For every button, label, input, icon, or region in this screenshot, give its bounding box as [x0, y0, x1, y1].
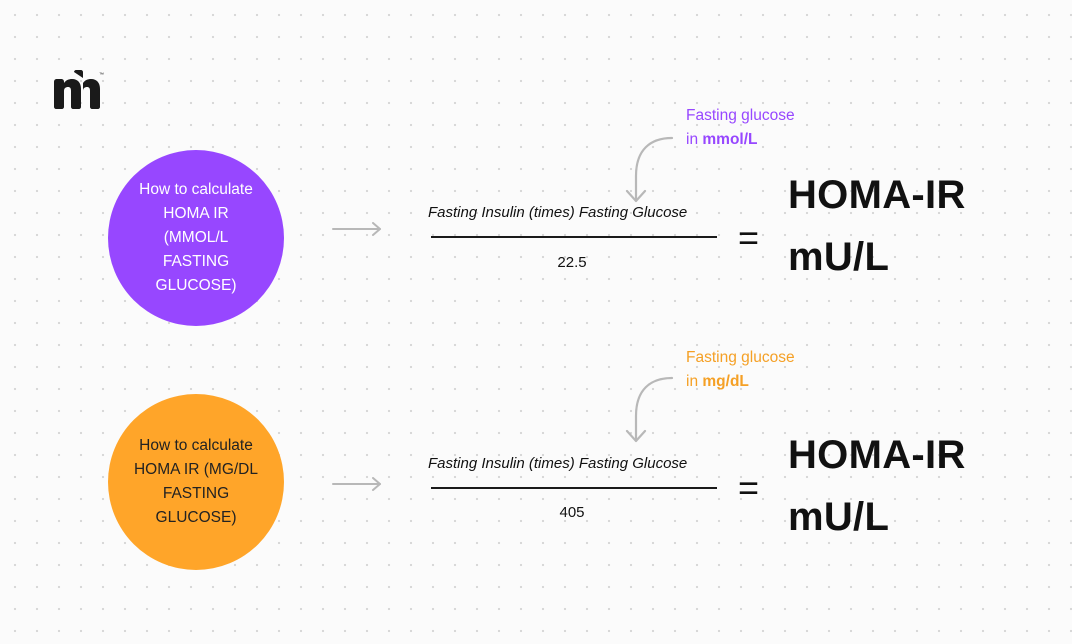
curved-arrow-down-icon	[625, 136, 674, 203]
mmol-note-unit-line: in mmol/L	[686, 128, 795, 152]
homa-mgdl-circle: How to calculate HOMA IR (MG/DL FASTING …	[108, 394, 284, 570]
homa-mmol-circle-label: How to calculate HOMA IR (MMOL/L FASTING…	[139, 181, 253, 294]
mmol-numerator: Fasting Insulin (times) Fasting Glucose	[428, 204, 688, 221]
mmol-equals-sign: =	[738, 217, 760, 258]
mgdl-glucose-note: Fasting glucose in mg/dL	[686, 346, 795, 394]
arrow-right-icon	[332, 477, 381, 491]
mmol-note-title: Fasting glucose	[686, 107, 795, 124]
mgdl-result-unit: mU/L	[788, 495, 890, 539]
homa-mmol-circle: How to calculate HOMA IR (MMOL/L FASTING…	[108, 150, 284, 326]
mgdl-result: HOMA-IR mU/L	[788, 424, 1038, 548]
mgdl-note-unit: mg/dL	[702, 373, 749, 390]
mgdl-result-title: HOMA-IR	[788, 433, 966, 477]
mmol-result-unit: mU/L	[788, 235, 890, 279]
mgdl-note-title: Fasting glucose	[686, 349, 795, 366]
trademark-mark: ™	[99, 72, 104, 78]
mmol-fraction-line	[431, 236, 717, 238]
mmol-note-unit: mmol/L	[702, 131, 758, 148]
mmol-result: HOMA-IR mU/L	[788, 164, 1038, 288]
homa-mgdl-circle-label: How to calculate HOMA IR (MG/DL FASTING …	[133, 437, 258, 526]
mgdl-fraction-line	[431, 487, 717, 489]
nh-logo: ™	[54, 70, 104, 109]
mgdl-numerator: Fasting Insulin (times) Fasting Glucose	[428, 455, 688, 472]
mgdl-note-prefix: in	[686, 373, 699, 390]
mgdl-denominator: 405	[559, 504, 585, 521]
arrow-right-icon	[332, 222, 381, 236]
curved-arrow-down-icon	[625, 376, 674, 443]
mmol-note-prefix: in	[686, 131, 699, 148]
mmol-glucose-note: Fasting glucose in mmol/L	[686, 104, 795, 152]
mmol-denominator: 22.5	[557, 254, 587, 271]
mgdl-equals-sign: =	[738, 467, 760, 508]
mmol-result-title: HOMA-IR	[788, 173, 966, 217]
mgdl-note-unit-line: in mg/dL	[686, 370, 795, 394]
